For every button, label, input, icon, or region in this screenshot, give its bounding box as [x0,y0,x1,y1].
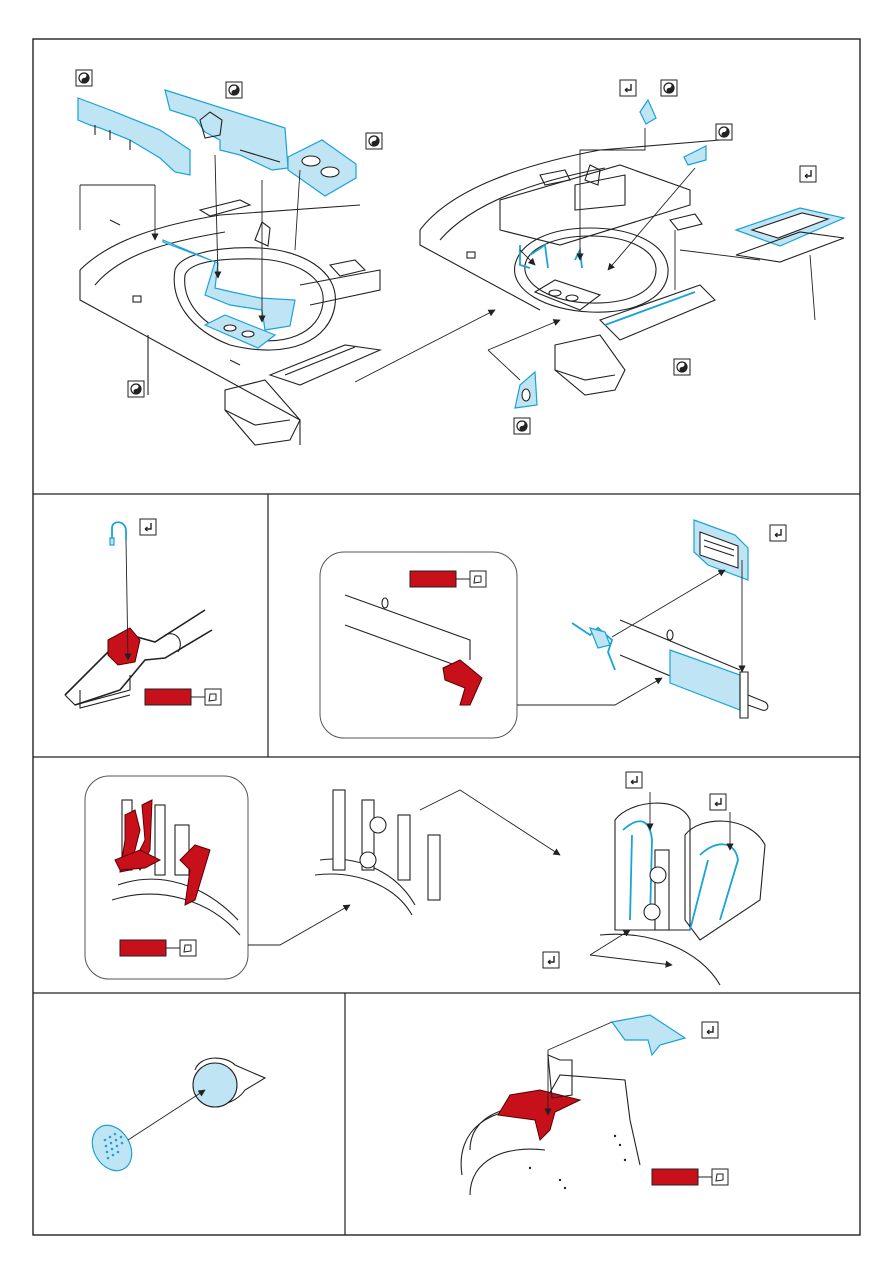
panel-3-detail-callout [85,776,248,979]
fold-bend-icon [800,166,816,182]
remove-plastic-detail-icon [661,80,677,96]
panel-1-photo-etch-parts [78,90,356,196]
fold-bend-icon [626,772,642,788]
fold-bend-icon [620,80,636,96]
fold-bend-icon [702,1022,718,1038]
paint-swatch-icon [652,1169,728,1185]
panel-2b-symbols [770,525,786,541]
remove-plastic-detail-icon [76,70,92,86]
panel-2b-detail-callout [320,552,517,738]
remove-plastic-detail-icon [226,82,242,98]
panel-1-left-fuselage [80,200,380,445]
panel-4b-symbols [652,1022,728,1185]
remove-plastic-detail-icon [514,418,530,434]
fold-bend-icon [770,525,786,541]
remove-plastic-detail-icon [366,133,382,149]
remove-plastic-detail-icon [674,359,690,375]
panel-1-right-leader-lines [488,128,815,380]
panel-2b-part [517,520,768,718]
fold-bend-icon [710,794,726,810]
paint-swatch-icon [120,940,196,956]
panel-3-part-right [590,792,765,985]
panel-3-part-middle [248,790,560,945]
remove-plastic-detail-icon [716,124,732,140]
remove-plastic-detail-icon [128,381,144,397]
panel-2a-symbols [140,519,221,705]
panel-4b-part [461,1015,685,1195]
panel-2a-part [65,522,212,708]
paint-swatch-icon [410,571,486,587]
fold-bend-icon [140,519,156,535]
fold-bend-icon [543,952,559,968]
paint-swatch-icon [145,689,221,705]
panel-4a-part [84,1058,265,1178]
